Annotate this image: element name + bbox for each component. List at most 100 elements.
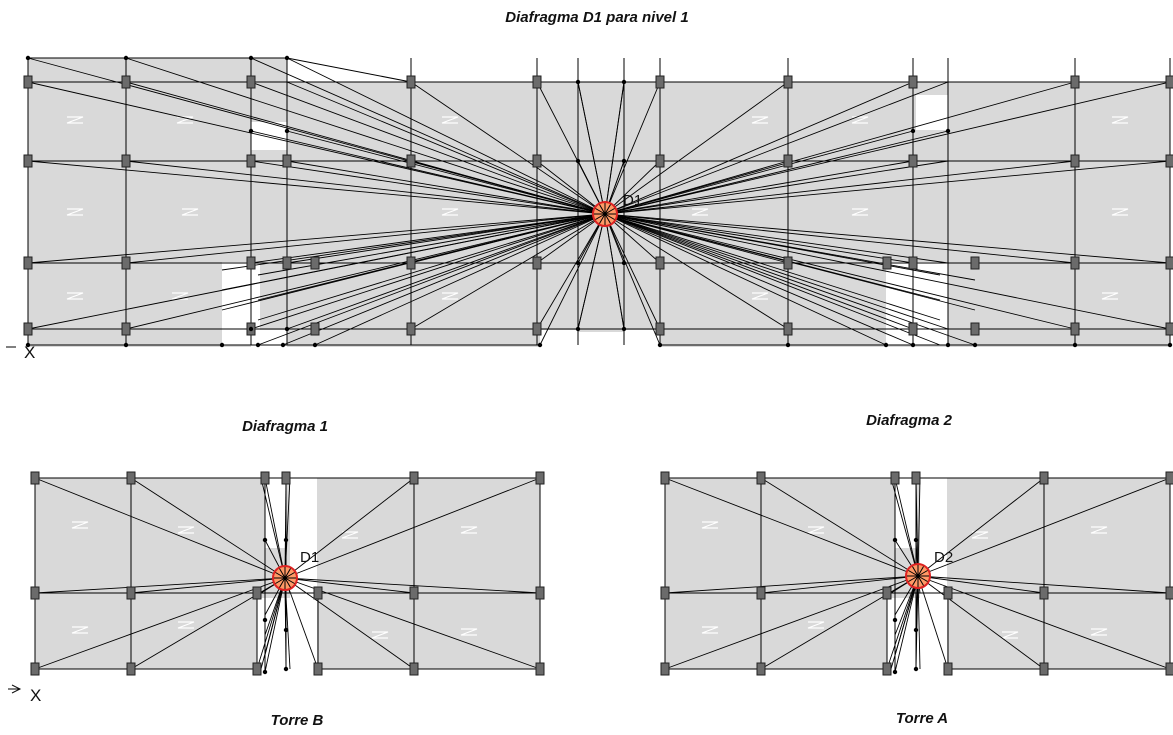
constraint-link [286,81,606,215]
joint-node [892,537,898,543]
joint-node [25,55,31,61]
constraint-link [284,577,415,594]
constraint-link [917,575,1171,670]
joint-node [262,617,268,623]
constraint-link [256,577,286,670]
constraint-link [536,213,606,330]
constraint-link [894,477,919,577]
slab-direction-mark [701,521,719,529]
slab-direction-mark [441,292,459,300]
column-marker [126,471,136,485]
constraint-link [125,213,606,264]
column-marker [1070,75,1080,89]
slab-direction-mark [1090,628,1108,636]
joint-node [123,342,129,348]
constraint-link [250,213,606,264]
column-marker [532,154,542,168]
joint-node [913,666,919,672]
column-marker [252,586,262,600]
tower-a-label: Torre A [895,710,949,727]
constraint-link [125,160,606,215]
constraint-link [410,213,606,330]
column-marker [246,256,256,270]
column-marker [252,662,262,676]
constraint-link [604,81,789,215]
column-marker [1070,154,1080,168]
constraint-link [664,575,919,594]
slab-direction-mark [851,208,869,216]
column-marker [882,256,892,270]
slab-direction-mark [71,626,89,634]
column-marker [23,75,33,89]
joint-node [123,55,129,61]
joint-node [219,342,225,348]
constraint-link [27,213,606,264]
constraint-link [604,213,914,346]
column-marker [1165,662,1173,676]
column-marker [121,322,131,336]
constraint-link [917,575,921,670]
joint-node [575,260,581,266]
constraint-link [604,213,1171,330]
constraint-link [284,577,541,594]
constraint-link [760,477,919,577]
constraint-link [604,213,941,346]
constraint-link [604,81,625,215]
constraint-link [917,477,1171,577]
joint-node [621,79,627,85]
column-marker [23,154,33,168]
column-marker [126,586,136,600]
joint-node [785,342,791,348]
column-marker [30,662,40,676]
constraint-link [284,577,291,670]
joint-node [283,627,289,633]
frame-grid-lines [27,57,1171,671]
constraint-link [664,477,919,577]
column-marker [406,75,416,89]
joint-node [312,342,318,348]
constraint-link [250,130,606,215]
joint-node [280,342,286,348]
diaphragm-label-main: D1 [623,192,642,209]
column-marker [121,256,131,270]
column-marker [310,322,320,336]
slab-direction-mark [177,621,195,629]
joint-node [262,537,268,543]
slab-panel [540,330,660,347]
constraint-link [604,81,1076,215]
column-marker [660,586,670,600]
slab-direction-mark [441,116,459,124]
joint-node [621,158,627,164]
column-marker [409,471,419,485]
column-marker [882,662,892,676]
constraint-link [604,81,949,215]
slab-direction-mark [851,116,869,124]
column-marker [756,471,766,485]
joint-node [248,128,254,134]
constraint-link [604,81,1171,215]
column-marker [246,154,256,168]
column-marker [783,322,793,336]
constraint-link [604,213,661,346]
constraint-link [604,160,914,215]
constraint-link [250,81,606,215]
joint-node [283,537,289,543]
slab-direction-mark [691,208,709,216]
column-marker [1165,154,1173,168]
constraint-link [760,575,919,594]
slab-direction-mark [66,292,84,300]
slab-direction-mark [1101,292,1119,300]
slab-panel [287,82,1170,347]
column-marker [911,471,921,485]
slab-panel [265,478,286,548]
slab-direction-mark [341,531,359,539]
joint-node [284,55,290,61]
joint-node [575,79,581,85]
slab-panel [895,478,916,548]
joint-node [262,669,268,675]
joint-node [913,537,919,543]
slab-panel [251,82,287,122]
constraint-link [604,213,661,330]
column-marker [406,256,416,270]
